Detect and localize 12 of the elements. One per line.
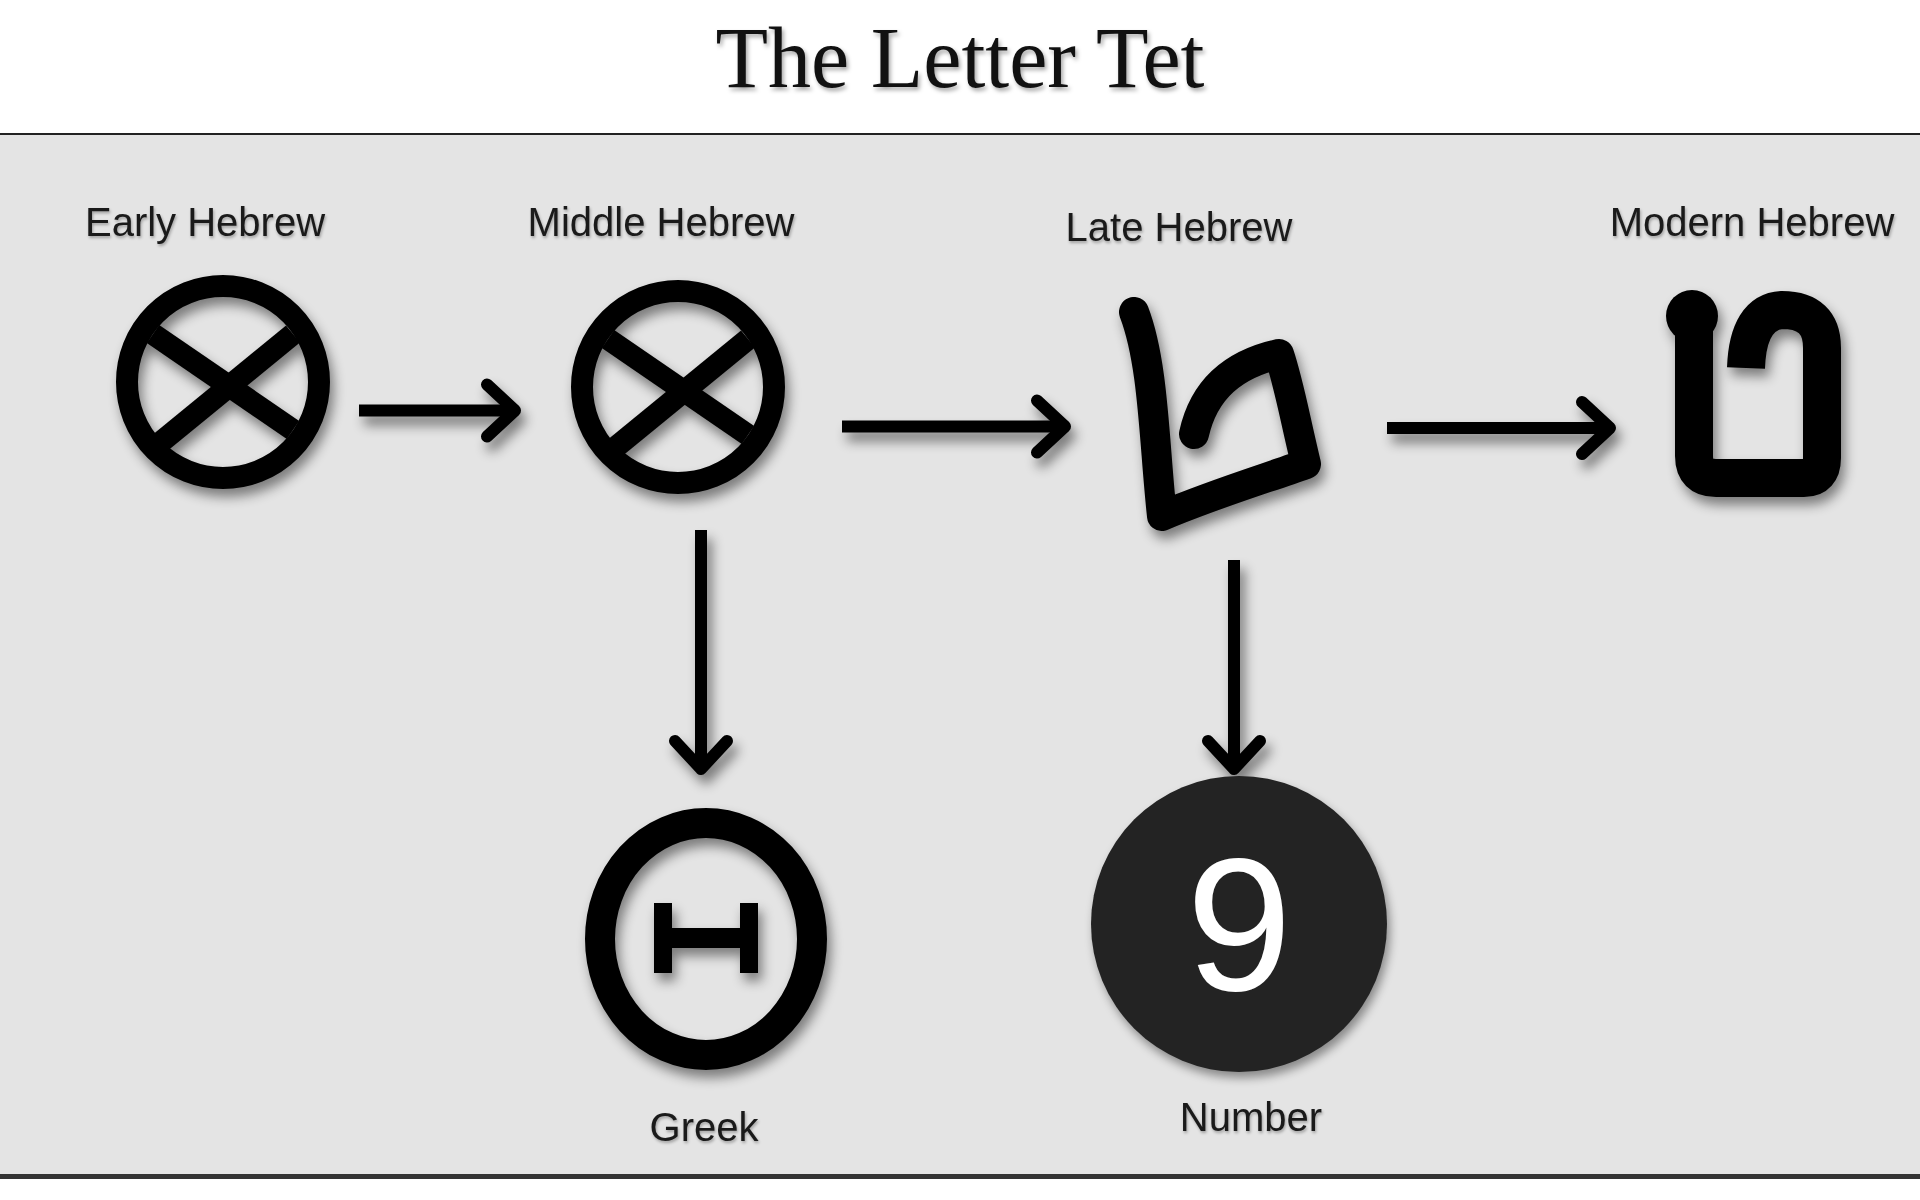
arrow [1202,560,1266,775]
script-caption: Greek [649,1104,759,1150]
diagram-title: The Letter Tet [715,9,1205,108]
script-caption: Number [1179,1094,1323,1140]
script-caption: Middle Hebrew [527,199,795,245]
arrow [669,530,733,775]
script-caption: Early Hebrew [84,199,326,245]
arrow [1387,396,1616,460]
arrow [359,378,521,443]
script-caption: Late Hebrew [1065,204,1293,250]
arrow [842,394,1071,459]
script-caption: Modern Hebrew [1609,199,1895,245]
